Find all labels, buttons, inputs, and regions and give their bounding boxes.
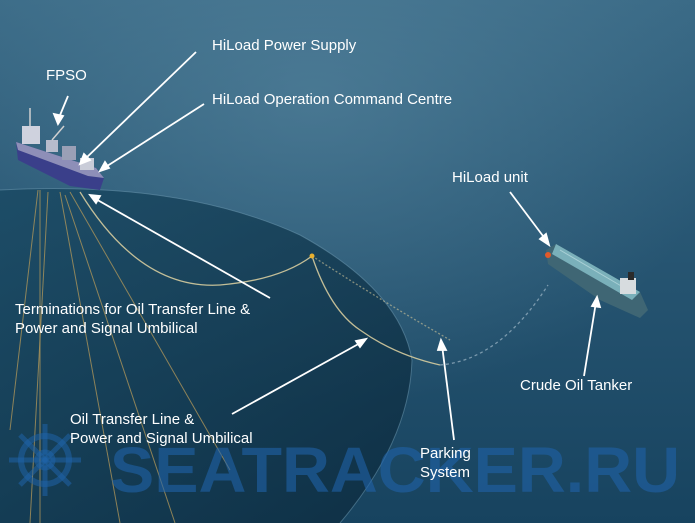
mooring-lines [9, 189, 231, 523]
label-fpso: FPSO [46, 67, 87, 84]
label-hiload-power-supply: HiLoad Power Supply [212, 37, 357, 54]
waterline-edge [0, 187, 413, 523]
oil-transfer-line-1: Oil Transfer Line & [70, 411, 195, 428]
label-hiload-unit: HiLoad unit [452, 169, 528, 186]
parking-line-1: Parking [420, 445, 471, 462]
watermark-text: SEATRACKER.RU [110, 434, 680, 506]
oil-transfer-line [79, 191, 549, 366]
parking-line-2: System [420, 464, 471, 481]
terminations-line-1: Terminations for Oil Transfer Line & [15, 301, 251, 318]
pointer-arrows [52, 51, 602, 441]
label-parking-system: Parking System [420, 444, 471, 482]
crude-oil-tanker-vessel [545, 244, 648, 318]
label-terminations: Terminations for Oil Transfer Line & Pow… [15, 300, 250, 338]
label-crude-oil-tanker: Crude Oil Tanker [520, 377, 633, 394]
oil-transfer-line-2: Power and Signal Umbilical [70, 430, 253, 447]
watermark: SEATRACKER.RU [9, 424, 680, 506]
underwater-cutaway [0, 188, 412, 523]
label-command-centre: HiLoad Operation Command Centre [212, 91, 453, 108]
terminations-line-2: Power and Signal Umbilical [15, 320, 198, 337]
fpso-vessel [16, 108, 104, 190]
label-oil-transfer-line: Oil Transfer Line & Power and Signal Umb… [70, 410, 253, 448]
ship-wheel-icon [9, 424, 81, 496]
